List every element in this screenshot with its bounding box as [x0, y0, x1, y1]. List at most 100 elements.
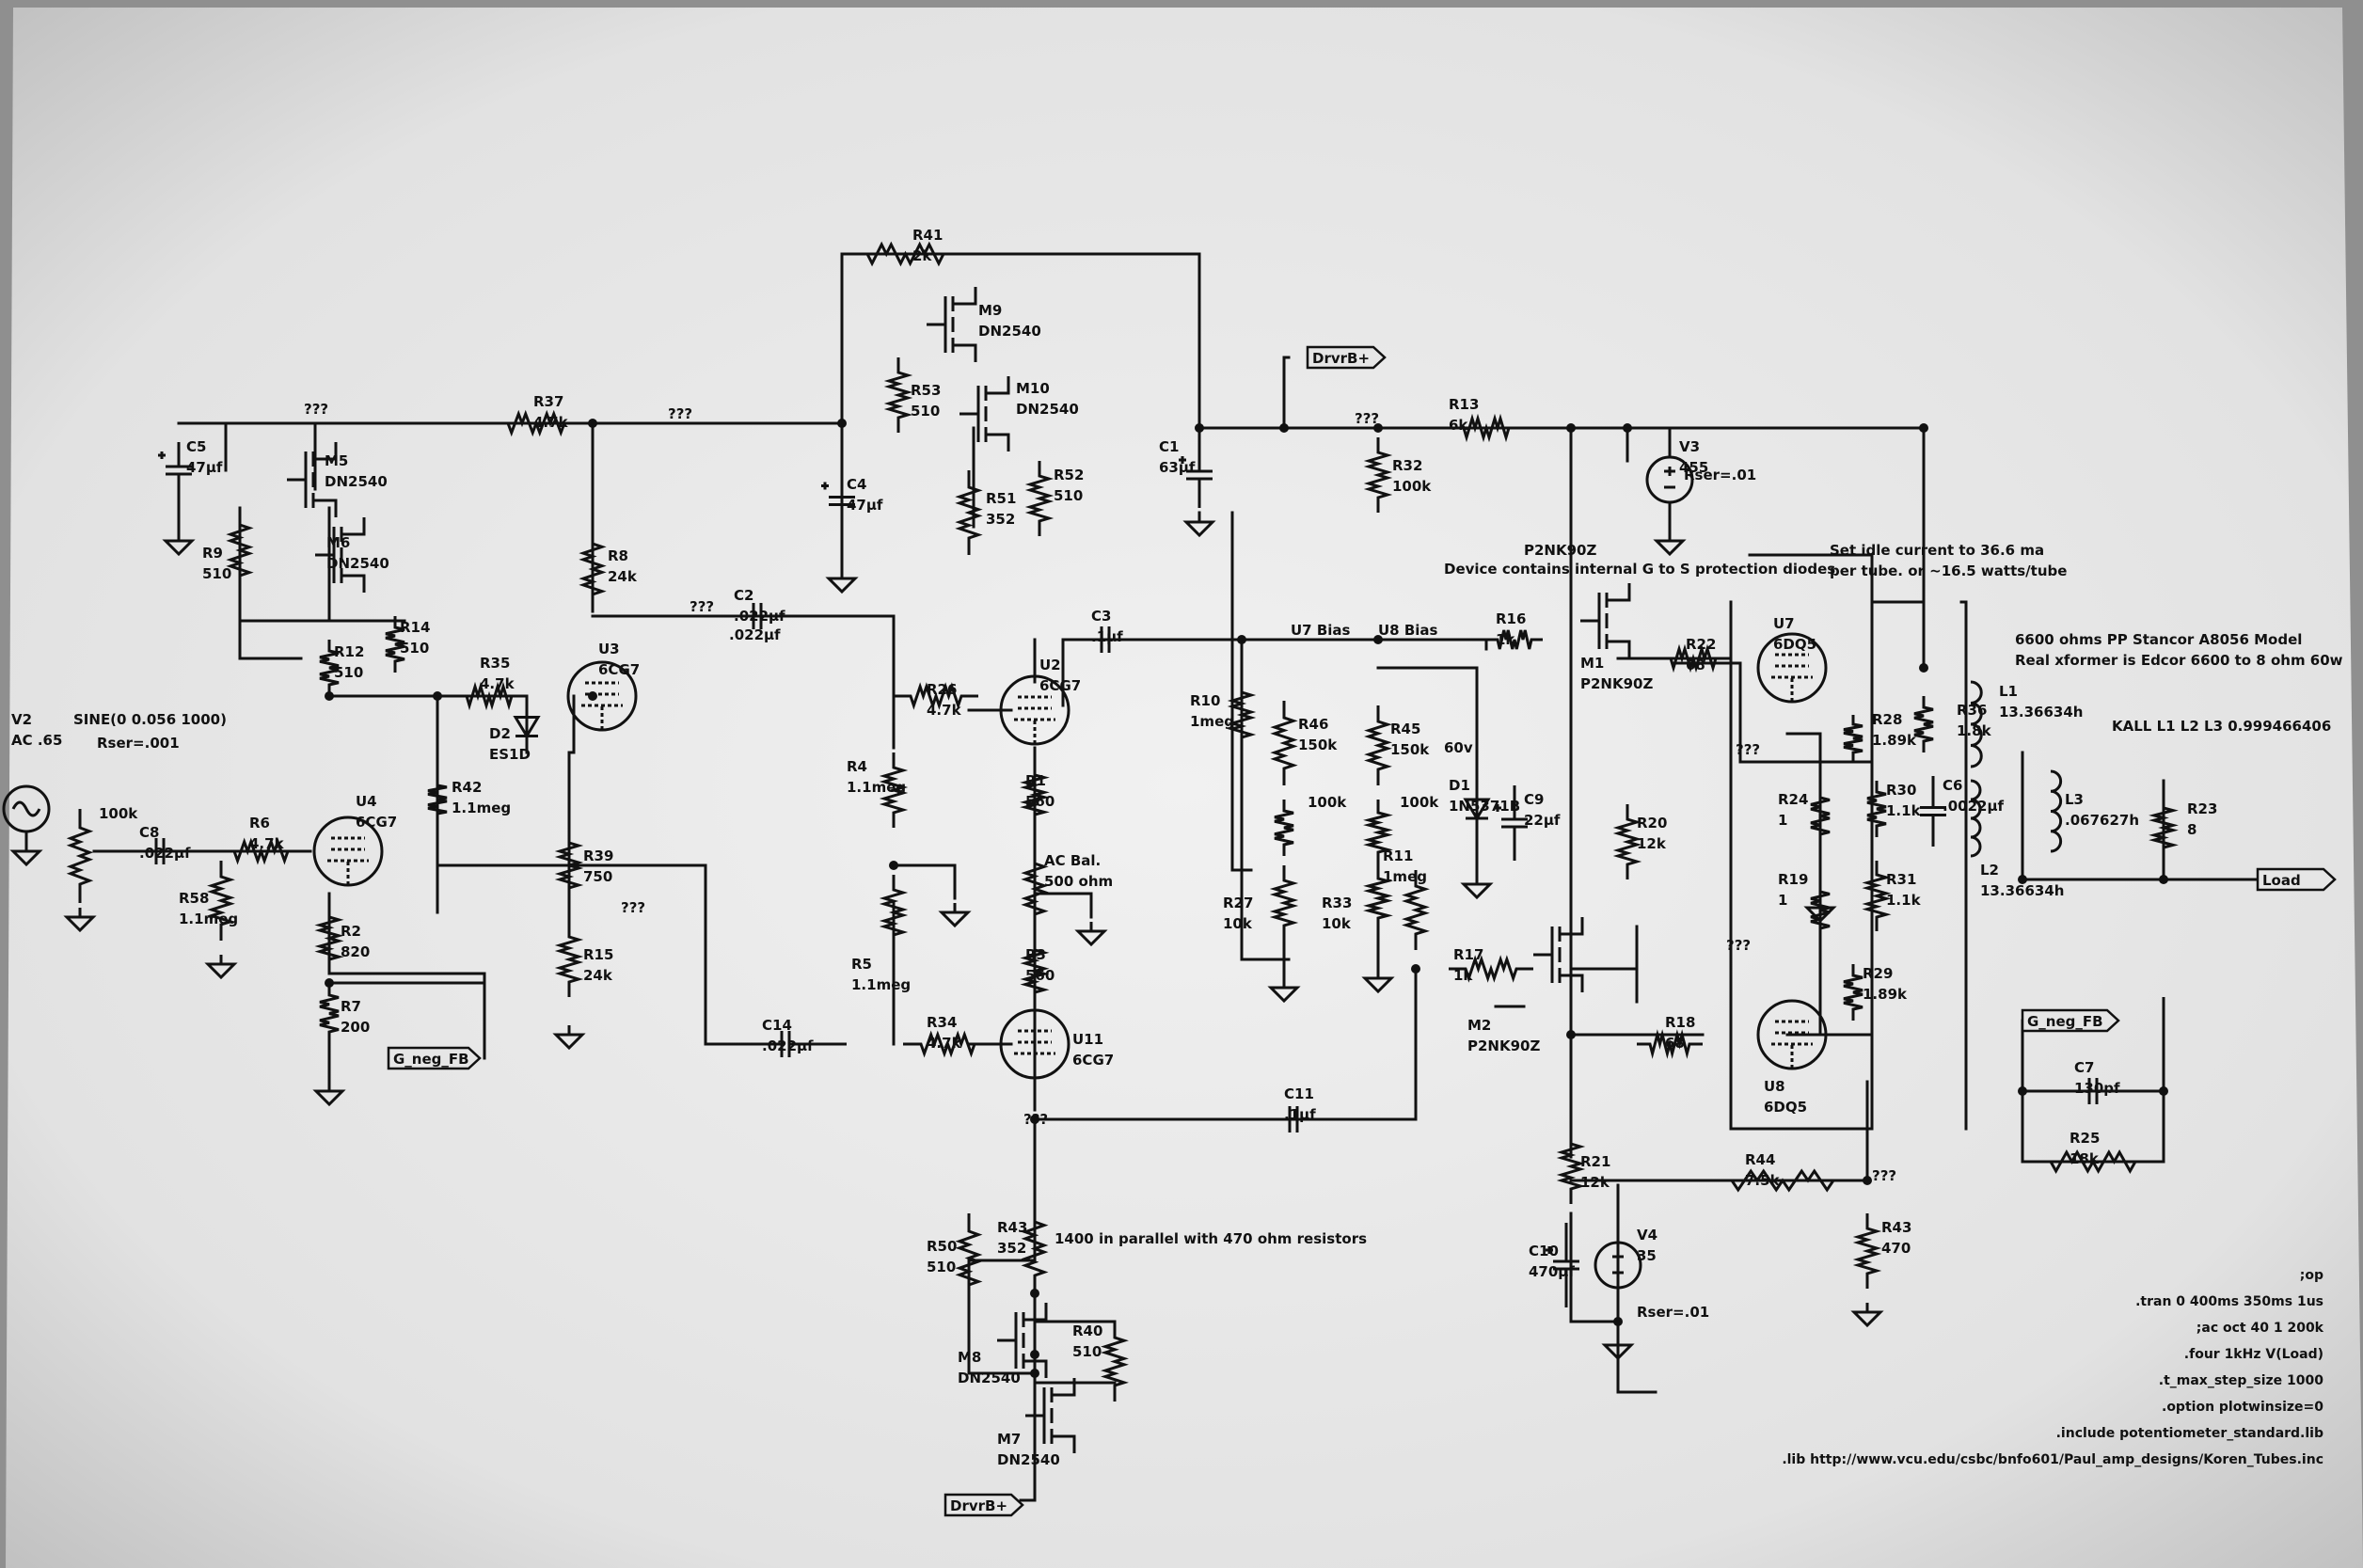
mosfet-m9 [927, 287, 977, 362]
value-r3: 560 [1025, 967, 1055, 984]
wire [1729, 600, 1874, 1131]
wire [1197, 426, 1926, 670]
value-r34: 4.7k [927, 1035, 962, 1052]
resistor-r11 [1402, 870, 1430, 950]
capacitor-c6 [1920, 776, 1946, 847]
drvrb-flag-top [1306, 345, 1387, 370]
capacitor-c5 [166, 442, 192, 499]
resistor-r30 [1866, 781, 1887, 837]
value-r45: 150k [1390, 741, 1430, 758]
value-u2: 6CG7 [1039, 677, 1081, 694]
value-r29: 1.89k [1863, 986, 1908, 1003]
ground-symbol [1850, 1303, 1884, 1328]
junction-dot [1613, 1317, 1623, 1326]
junction-dot [2159, 875, 2168, 884]
value-d2: ES1D [489, 746, 531, 763]
value-l3: .067627h [2065, 812, 2139, 829]
spice-lib: .lib http://www.vcu.edu/csbc/bnfo601/Pau… [1782, 1452, 2323, 1467]
ref-r28: R28 [1872, 711, 1902, 728]
ref-r21: R21 [1580, 1153, 1610, 1170]
ref-r27: R27 [1223, 895, 1253, 911]
ref-r36: R36 [1957, 702, 1987, 719]
unknown-net-label: ??? [1872, 1167, 1896, 1184]
resistor-r13 [1449, 413, 1524, 443]
resistor-r40 [1101, 1322, 1129, 1402]
value-r22: 68 [1686, 657, 1705, 673]
resistor-r9 [226, 508, 254, 593]
drvrb-flag-bottom-text: DrvrB+ [950, 1497, 1007, 1514]
resistor-r34 [903, 1030, 992, 1058]
sine-symbol [11, 800, 41, 817]
diode-d1 [1463, 781, 1491, 837]
value-l2: 13.36634h [1980, 882, 2064, 899]
wire [1230, 511, 1253, 872]
source-v3 [1645, 455, 1694, 504]
ref-c1: C1 [1159, 438, 1179, 455]
note-xfmr-1: 6600 ohms PP Stancor A8056 Model [2015, 631, 2302, 648]
value-r43: 470 [1881, 1240, 1911, 1257]
ref-r4: R4 [847, 758, 867, 775]
ref-r22: R22 [1686, 636, 1716, 653]
value-d1: 1N5371B [1449, 798, 1520, 815]
unknown-net-label: ??? [304, 401, 328, 418]
value-m9: DN2540 [978, 323, 1041, 340]
v60-label: 60v [1444, 739, 1473, 756]
tube-elements [581, 681, 623, 730]
value-acbal: 500 ohm [1044, 873, 1113, 890]
ref-r53: R53 [911, 382, 941, 399]
junction-dot [588, 419, 597, 428]
value-r30: 1.1k [1886, 802, 1922, 819]
value-u7: 6DQ5 [1773, 636, 1816, 653]
capacitor-c2 [696, 603, 818, 629]
value-r6: 4.7k [249, 835, 285, 852]
ref-r37: R37 [533, 393, 563, 410]
v4-rser-text: Rser=.01 [1637, 1304, 1709, 1321]
resistor-r45 [1364, 705, 1392, 785]
ref-c4: C4 [847, 476, 866, 493]
ref-m8: M8 [958, 1349, 981, 1366]
ref-c2: C2 [734, 587, 753, 604]
ground-symbol [1182, 513, 1216, 538]
polarity-mark [158, 451, 166, 459]
value-c11: .1µf [1284, 1106, 1316, 1123]
value-r21: 12k [1580, 1174, 1610, 1191]
ref-r40: R40 [1072, 1323, 1102, 1339]
ref-r1: R1 [1025, 772, 1046, 789]
value-c7: 130pf [2074, 1080, 2120, 1097]
resistor-r4 [879, 752, 909, 828]
value-c1: 63µf [1159, 459, 1196, 476]
polarity-mark [1546, 1246, 1553, 1254]
value-c9: 22µf [1524, 812, 1561, 829]
ref-r39: R39 [583, 847, 613, 864]
resistor-r36 [1913, 696, 1934, 752]
ground-symbol [1803, 898, 1837, 924]
capacitor-c3 [1077, 626, 1134, 653]
gneg-flag-left-text: G_neg_FB [393, 1051, 469, 1068]
value-u4: 6CG7 [356, 814, 397, 831]
ground-symbol [1267, 978, 1301, 1004]
wire [1673, 661, 1874, 764]
note-xfmr-2: Real xformer is Edcor 6600 to 8 ohm 60w [2015, 652, 2343, 669]
ref-c9: C9 [1524, 791, 1544, 808]
resistor-r46 [1270, 701, 1298, 785]
resistor-r43b [1021, 1204, 1049, 1293]
resistor-r23 [2149, 795, 2179, 861]
value-r35: 4.7k [480, 675, 515, 692]
ref-c11: C11 [1284, 1085, 1314, 1102]
value-m5: DN2540 [325, 473, 388, 490]
ref-r12: R12 [334, 643, 364, 660]
parallel-note: 1400 in parallel with 470 ohm resistors [1055, 1230, 1367, 1247]
value-c10: 470µf [1529, 1263, 1575, 1280]
inductor-l3 [2050, 769, 2063, 853]
resistor-r18 [1637, 1029, 1703, 1059]
value-r33: 10k [1322, 915, 1352, 932]
ref-r3: R3 [1025, 946, 1046, 963]
ref-c7: C7 [2074, 1059, 2094, 1076]
ref-pot: 100k [99, 805, 138, 822]
inductor-l2 [1970, 779, 1982, 858]
resistor-r31 [1862, 861, 1892, 931]
ref-r14: R14 [400, 619, 430, 636]
spice-four: .four 1kHz V(Load) [2184, 1347, 2323, 1362]
gneg-flag-right-text: G_neg_FB [2027, 1013, 2103, 1030]
